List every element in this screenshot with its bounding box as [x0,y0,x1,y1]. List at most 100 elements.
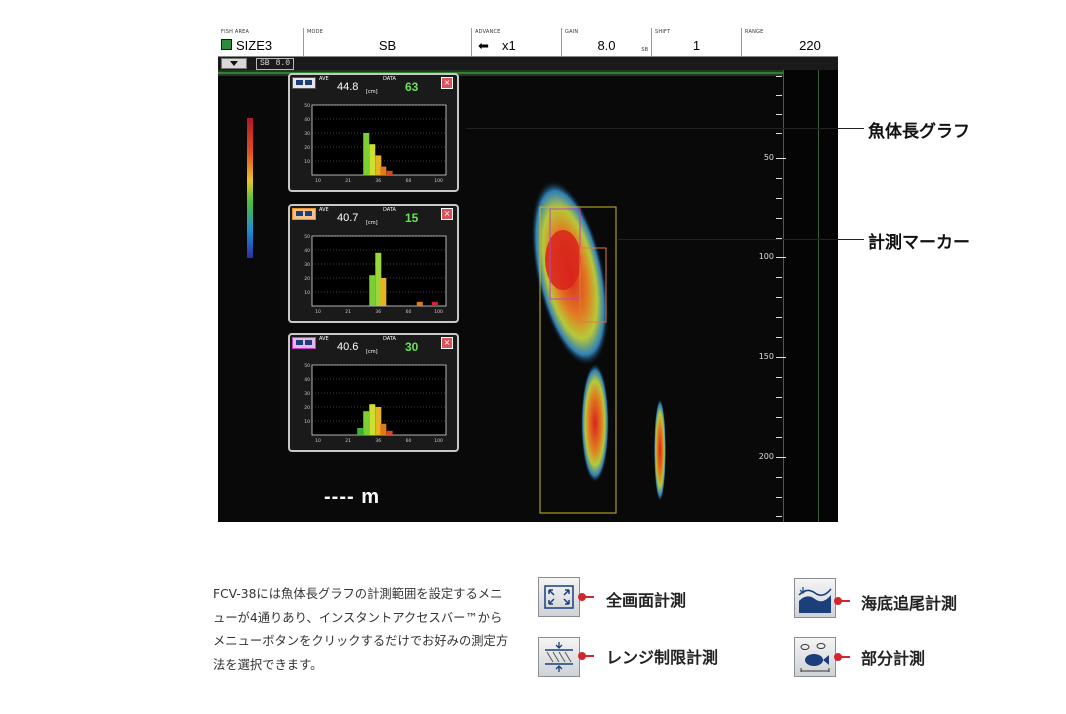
status-bar: FISH AREA SIZE3 MODE SB ADVANCE ⬅ x1 GAI… [218,28,838,57]
graph-tool-button[interactable] [292,208,316,220]
method-dot [578,593,586,601]
histogram-bar [416,301,423,306]
depth-tick [776,198,782,199]
method-dot [578,652,586,660]
fish-area-label: FISH AREA [221,29,250,35]
depth-tick [776,377,782,378]
x-tick-label: 21 [345,309,351,315]
menu-dropdown-button[interactable] [221,58,247,69]
shift-cell[interactable]: SHIFT 1 [652,28,742,56]
gain-cell[interactable]: GAIN 8.0 SB [562,28,652,56]
data-label: DATA [383,336,396,342]
scale-bar: ---- m [324,486,380,508]
x-tick-label: 100 [434,438,443,444]
depth-tick [776,437,782,438]
depth-line [783,57,784,522]
histogram-bar [386,430,393,435]
histogram-bar [386,170,393,175]
x-tick-label: 36 [375,178,381,184]
bottom-trace-column [784,57,838,522]
seabed-tracking-measure-icon [798,587,832,613]
ave-value: 40.6 [337,341,359,353]
depth-tick [776,158,786,159]
y-tick-label: 40 [304,377,310,383]
method-connector [836,656,850,658]
histogram-bar [369,144,376,175]
fish-area-value: SIZE3 [236,38,273,53]
depth-tick [776,516,782,517]
x-tick-label: 21 [345,178,351,184]
histogram-bar [363,133,370,175]
depth-label-100: 100 [758,252,774,261]
method-dot [834,597,842,605]
advance-cell[interactable]: ADVANCE ⬅ x1 [472,28,562,56]
ave-label: AVE [319,76,329,82]
unit-label: [cm] [366,89,378,95]
gain-sub: SB [641,47,648,53]
data-count: 30 [405,340,419,354]
close-icon[interactable]: × [441,337,453,349]
method-connector [836,600,850,602]
graph-tool-button[interactable] [292,337,316,349]
shift-value: 1 [692,38,701,53]
ave-value: 40.7 [337,212,359,224]
measure-marker-inner-2[interactable] [579,247,607,323]
gain-value: 8.0 [597,38,616,53]
method-label-partial: 部分計測 [861,649,926,668]
histogram-bar [363,411,370,435]
callout-marker: 計測マーカー [868,233,970,253]
y-tick-label: 30 [304,262,310,268]
range-limit-measure-button[interactable] [538,637,580,677]
partial-measure-button[interactable] [794,637,836,677]
method-connector [580,655,594,657]
depth-tick [776,257,786,258]
depth-tick [776,417,782,418]
callout-graph: 魚体長グラフ [868,122,970,142]
fish-area-icon [221,39,232,50]
x-tick-label: 60 [406,438,412,444]
depth-tick [776,337,782,338]
seabed-tracking-measure-button[interactable] [794,578,836,618]
close-icon[interactable]: × [441,77,453,89]
arrow-left-icon: ⬅ [478,39,489,54]
y-tick-label: 50 [304,234,310,240]
fish-school-right [654,398,666,502]
mode-cell[interactable]: MODE SB [304,28,472,56]
ave-value: 44.8 [337,81,359,93]
depth-tick [776,277,782,278]
data-count: 63 [405,80,419,94]
y-tick-label: 10 [304,290,310,296]
depth-tick [776,357,786,358]
trace-line [818,57,819,522]
color-scale-bar [247,118,253,258]
full-screen-measure-button[interactable] [538,577,580,617]
close-icon[interactable]: × [441,208,453,220]
depth-tick [776,477,782,478]
measure-marker-outer[interactable] [539,206,617,514]
y-tick-label: 40 [304,117,310,123]
advance-value: x1 [502,38,516,53]
depth-label-50: 50 [763,153,774,162]
callout-line-graph [466,128,864,129]
sonar-screen: FISH AREA SIZE3 MODE SB ADVANCE ⬅ x1 GAI… [218,28,838,522]
range-cell[interactable]: RANGE 220 [742,28,838,56]
x-tick-label: 60 [406,309,412,315]
depth-label-150: 150 [758,352,774,361]
fish-school-tail [581,363,609,483]
description-text: FCV-38には魚体長グラフの計測範囲を設定するメニューが4通りあり、インスタン… [213,587,509,672]
fish-school-top [545,230,581,290]
ave-label: AVE [319,207,329,213]
graph-tool-button[interactable] [292,77,316,89]
histogram-bar [375,252,382,306]
shift-indicator-mode: SB [260,59,270,68]
x-tick-label: 36 [375,309,381,315]
fish-area-cell[interactable]: FISH AREA SIZE3 [218,28,304,56]
data-label: DATA [383,207,396,213]
depth-tick [776,297,782,298]
y-tick-label: 50 [304,103,310,109]
shift-label: SHIFT [655,29,671,35]
